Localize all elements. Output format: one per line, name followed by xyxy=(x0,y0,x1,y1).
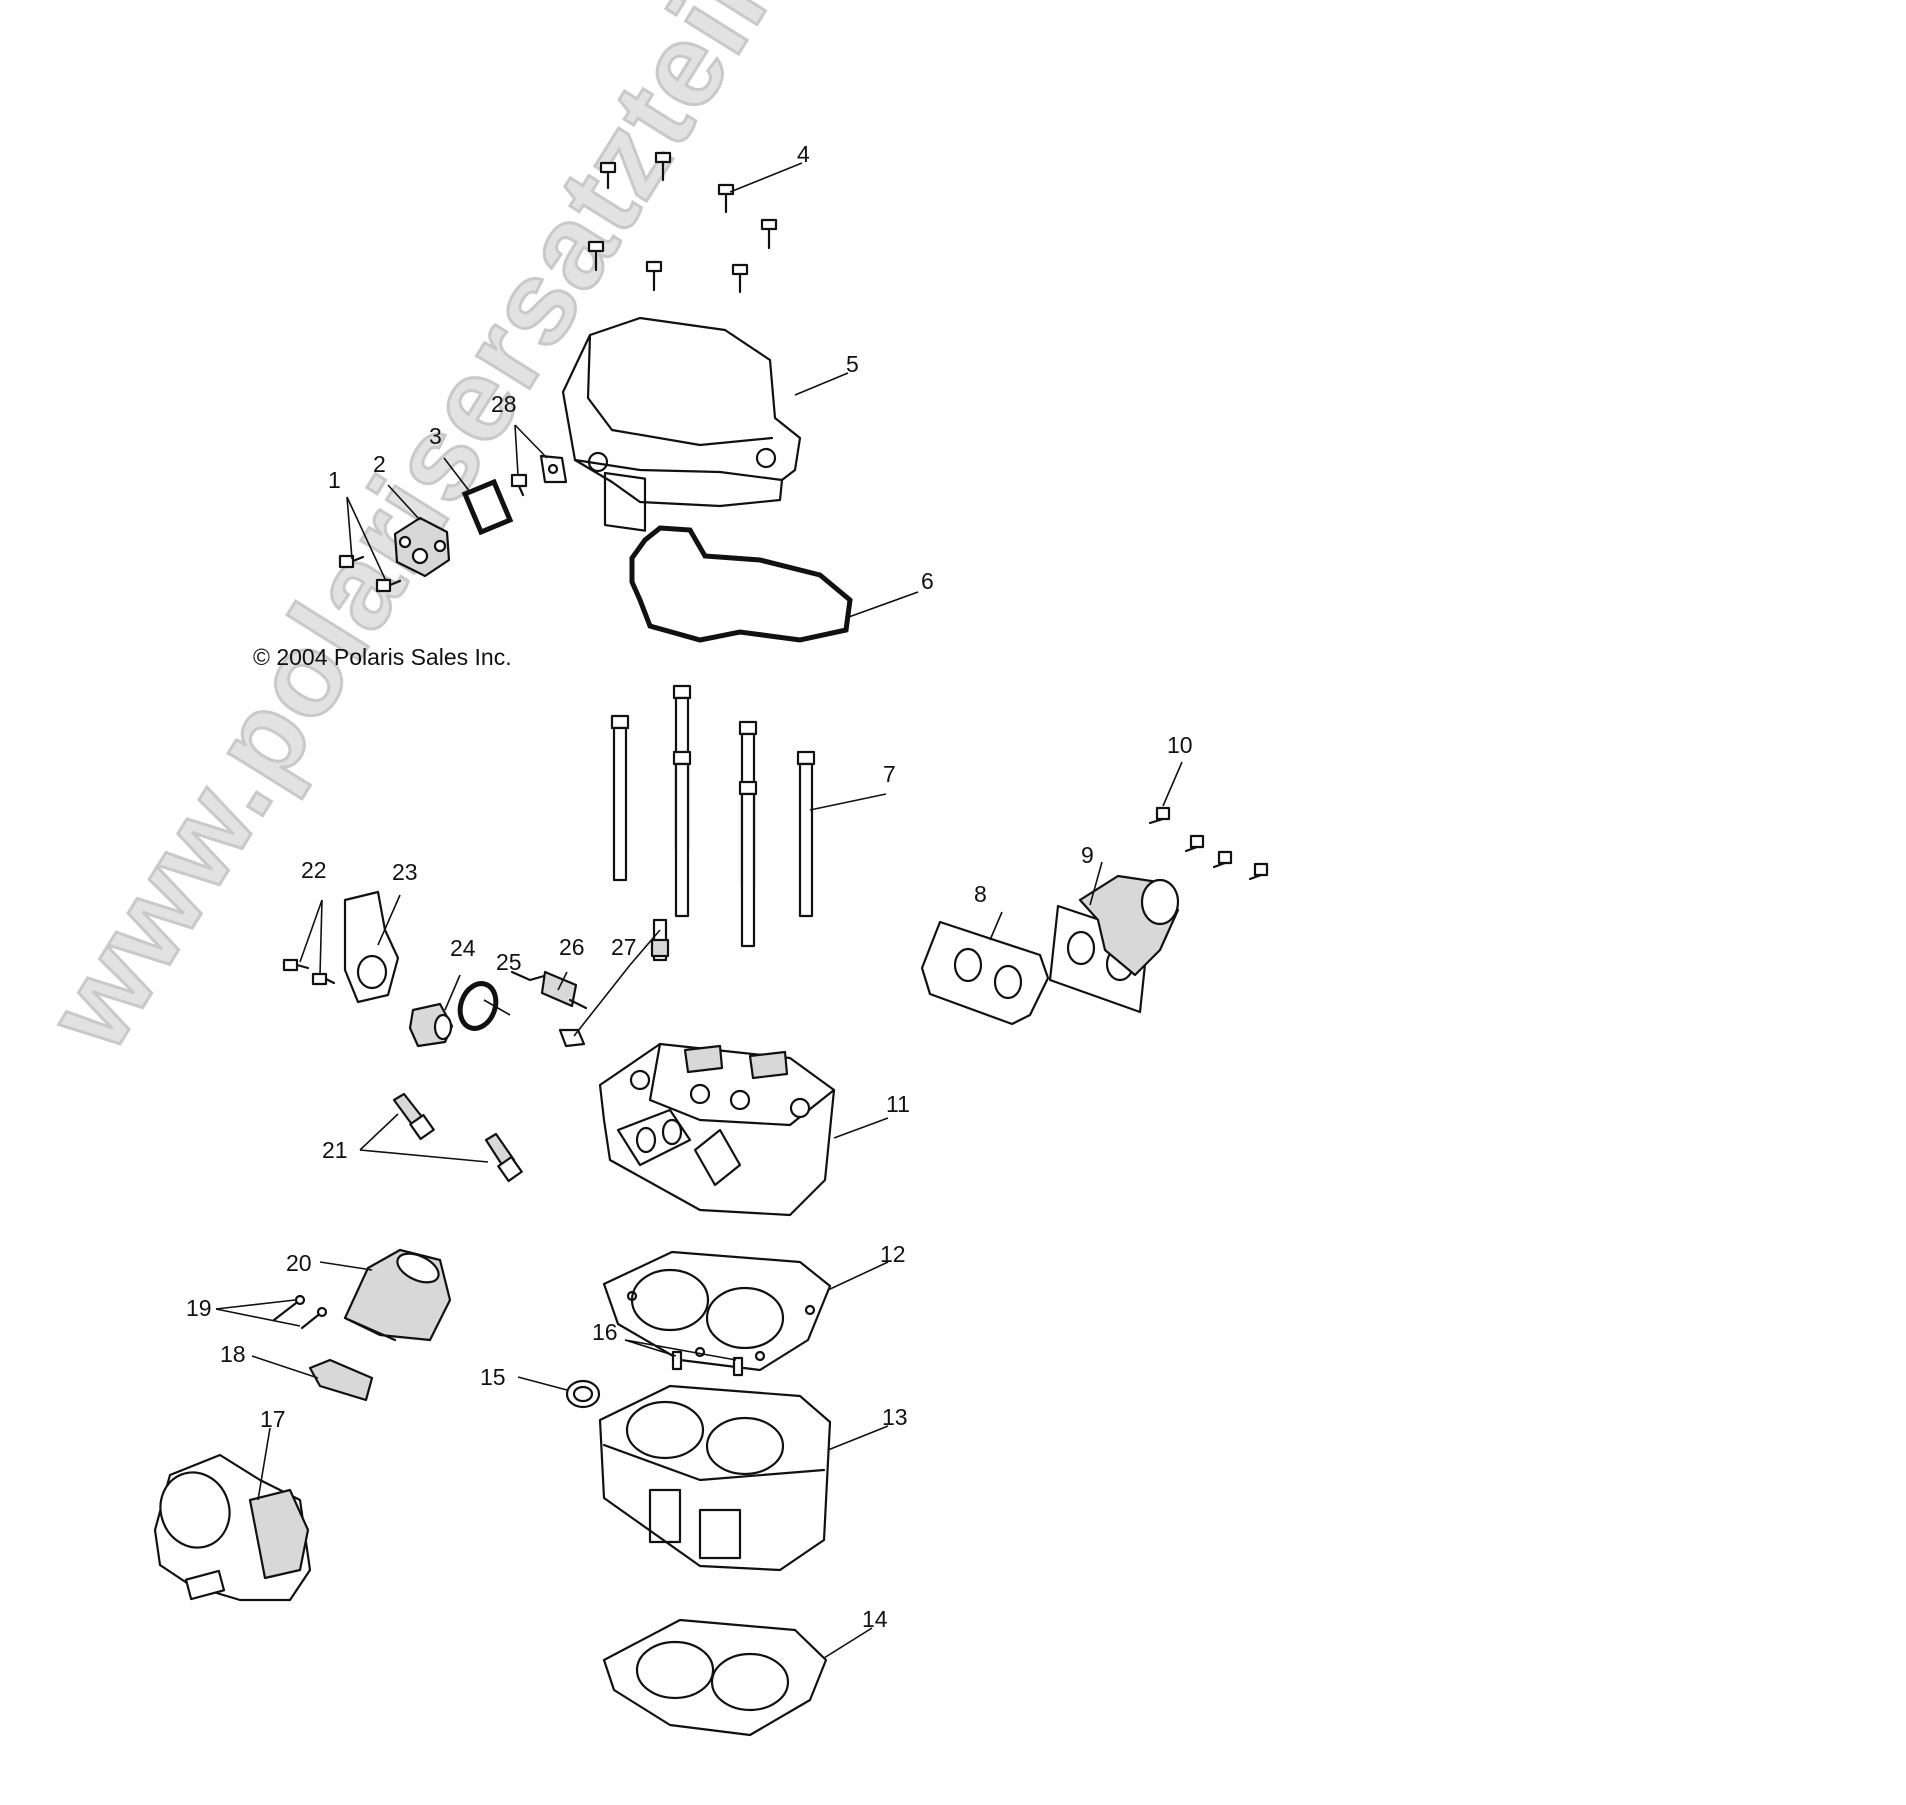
callout-19: 19 xyxy=(186,1295,212,1321)
callout-6: 6 xyxy=(921,568,934,594)
actuator-block xyxy=(393,516,451,578)
callout-16: 16 xyxy=(592,1319,618,1345)
callout-14: 14 xyxy=(862,1606,888,1632)
callout-15: 15 xyxy=(480,1364,506,1390)
temperature-sensor xyxy=(510,970,588,1010)
clamp-screws xyxy=(272,1294,328,1330)
thermostat-housing xyxy=(282,890,400,1004)
callout-9: 9 xyxy=(1081,842,1094,868)
bracket-and-bolt xyxy=(510,454,568,497)
manifold-bolts xyxy=(1148,806,1269,881)
callout-26: 26 xyxy=(559,934,585,960)
callout-23: 23 xyxy=(392,859,418,885)
callout-18: 18 xyxy=(220,1341,246,1367)
callout-22: 22 xyxy=(301,857,327,883)
throttle-body xyxy=(153,1453,312,1602)
callout-2: 2 xyxy=(373,451,386,477)
fittings xyxy=(558,918,670,1048)
copyright-notice: © 2004 Polaris Sales Inc. xyxy=(253,644,512,670)
head-bolts xyxy=(610,684,816,948)
dowel-pins xyxy=(671,1350,744,1377)
small-screws xyxy=(338,554,402,593)
intake-boot xyxy=(343,1248,452,1342)
cylinder-block xyxy=(598,1384,832,1572)
callout-8: 8 xyxy=(974,881,987,907)
callout-21: 21 xyxy=(322,1137,348,1163)
cover-gasket xyxy=(629,525,853,643)
callout-4: 4 xyxy=(797,141,810,167)
callout-24: 24 xyxy=(450,935,476,961)
hose-clamp xyxy=(308,1358,374,1402)
callout-28: 28 xyxy=(491,391,517,417)
o-ring xyxy=(457,981,499,1031)
callout-3: 3 xyxy=(429,423,442,449)
leader-lines xyxy=(215,162,1183,1659)
callout-17: 17 xyxy=(260,1406,286,1432)
callout-1: 1 xyxy=(328,467,341,493)
base-gasket xyxy=(602,1618,828,1737)
callout-11: 11 xyxy=(886,1091,910,1117)
callout-12: 12 xyxy=(880,1241,906,1267)
callout-25: 25 xyxy=(496,949,522,975)
core-plug xyxy=(565,1379,601,1409)
cylinder-head xyxy=(598,1042,836,1217)
callout-7: 7 xyxy=(883,761,896,787)
callout-10: 10 xyxy=(1167,732,1193,758)
head-gasket xyxy=(602,1250,832,1372)
callout-20: 20 xyxy=(286,1250,312,1276)
callout-labels: 1 2 3 4 5 6 7 8 9 10 11 12 13 14 15 16 1… xyxy=(186,141,1193,1632)
callout-27: 27 xyxy=(611,934,637,960)
thermostat xyxy=(408,1002,454,1048)
square-gasket xyxy=(461,478,514,536)
callout-5: 5 xyxy=(846,351,859,377)
exhaust-manifold xyxy=(1048,874,1180,1014)
callout-13: 13 xyxy=(882,1404,908,1430)
exhaust-gasket xyxy=(920,920,1050,1026)
cover-bolts xyxy=(587,151,778,294)
valve-cover xyxy=(561,316,802,532)
spark-plugs xyxy=(392,1092,523,1183)
